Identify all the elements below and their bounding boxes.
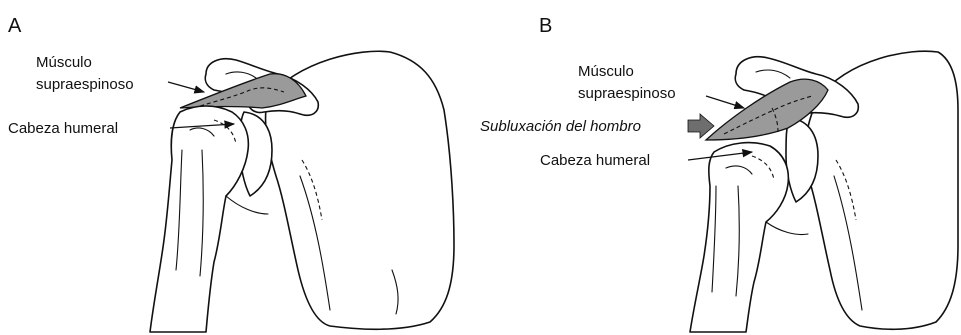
panel-a-muscle-label-line2: supraespinoso	[36, 76, 134, 93]
panel-b-humeral-head-label: Cabeza humeral	[540, 152, 650, 169]
panel-b-neck-curve	[766, 222, 808, 235]
panel-a-letter: A	[8, 15, 22, 37]
panel-b-subluxation-label: Subluxación del hombro	[480, 118, 641, 135]
panel-a-humeral-head-label: Cabeza humeral	[8, 120, 118, 137]
panel-a-muscle-leader	[168, 82, 204, 92]
panel-a-humerus	[150, 106, 248, 332]
panel-a: A Músculo supraespinoso Cabeza humeral	[8, 15, 454, 332]
panel-b-muscle-label-line2: supraespinoso	[578, 85, 676, 102]
panel-b: B Músculo supraespinoso Subluxación del …	[480, 15, 958, 332]
panel-a-neck-curve	[226, 196, 268, 214]
panel-b-muscle-label-line1: Músculo	[578, 63, 634, 80]
panel-a-muscle-label-line1: Músculo	[36, 54, 92, 71]
panel-b-muscle-leader	[706, 96, 744, 108]
panel-b-letter: B	[539, 15, 552, 37]
panel-b-subluxation-arrow	[688, 114, 714, 138]
